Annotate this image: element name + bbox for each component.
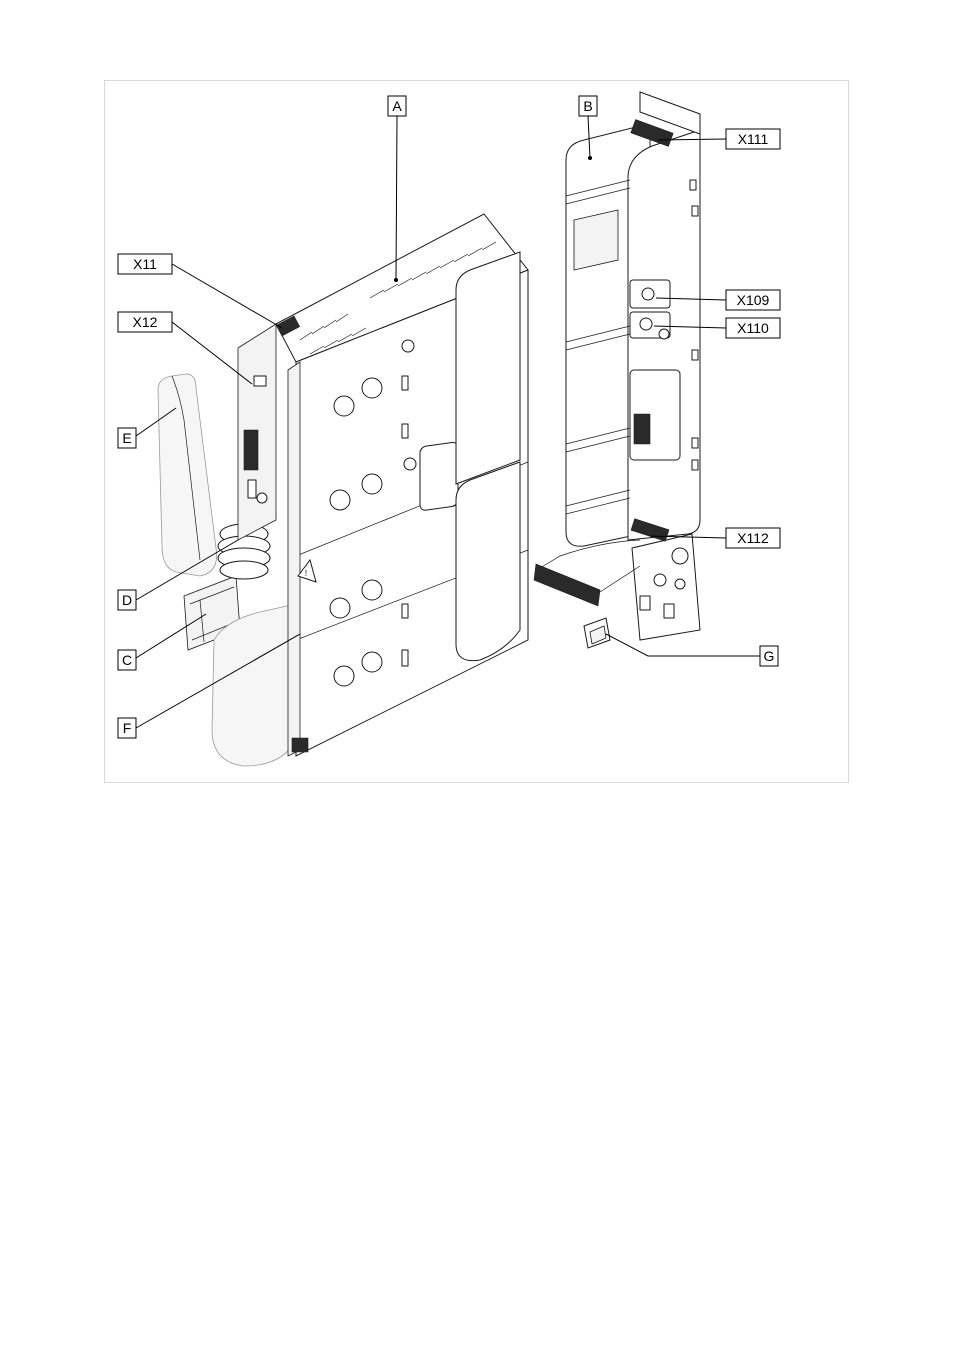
label-x111: X111 <box>726 129 780 149</box>
label-e: E <box>118 428 136 448</box>
label-d: D <box>118 590 136 610</box>
lower-housing-back <box>212 604 296 766</box>
svg-text:D: D <box>122 592 132 608</box>
label-x110: X110 <box>726 318 780 338</box>
svg-text:X112: X112 <box>737 530 769 546</box>
label-f: F <box>118 718 136 738</box>
svg-text:A: A <box>392 98 402 114</box>
svg-text:G: G <box>764 648 775 664</box>
label-x11: X11 <box>118 254 172 274</box>
svg-text:X111: X111 <box>738 131 769 147</box>
svg-text:F: F <box>123 720 132 736</box>
label-x12: X12 <box>118 312 172 332</box>
svg-text:X110: X110 <box>737 320 769 336</box>
part-b-mounting-plate <box>534 92 700 648</box>
svg-text:C: C <box>122 652 132 668</box>
svg-text:E: E <box>122 430 131 446</box>
svg-text:X12: X12 <box>133 314 158 330</box>
svg-text:X109: X109 <box>737 292 770 308</box>
label-x112: X112 <box>726 528 780 548</box>
label-a: A <box>388 96 406 116</box>
part-e-cover <box>158 374 217 576</box>
label-g: G <box>760 646 778 666</box>
svg-text:B: B <box>583 98 592 114</box>
label-c: C <box>118 650 136 670</box>
svg-text:X11: X11 <box>133 256 157 272</box>
label-x109: X109 <box>726 290 780 310</box>
svg-text:!: ! <box>305 569 307 578</box>
label-b: B <box>579 96 597 116</box>
